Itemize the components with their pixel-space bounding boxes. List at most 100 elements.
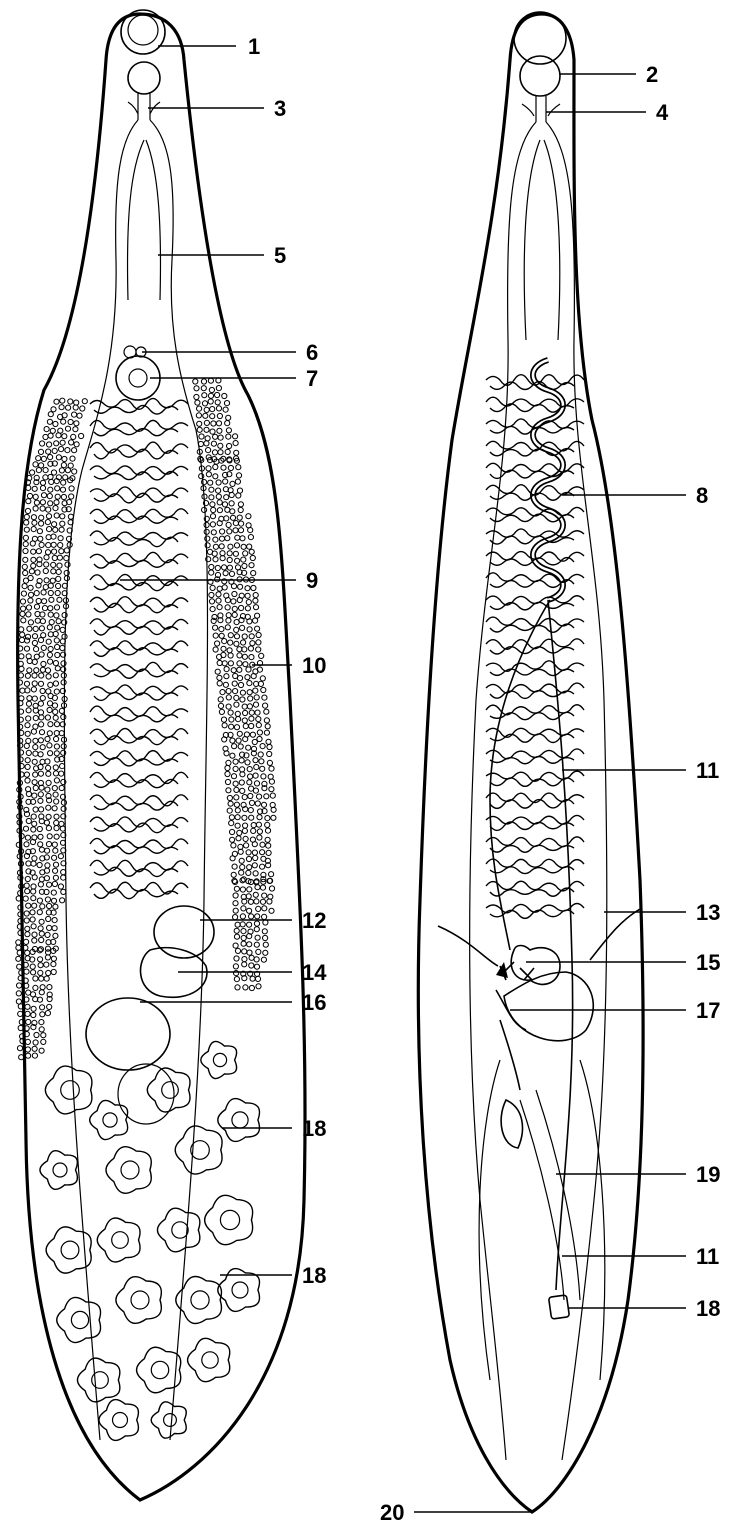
vitelline-follicle xyxy=(61,463,66,468)
vitelline-follicle xyxy=(48,501,53,506)
vitelline-follicle xyxy=(260,676,265,681)
vitelline-follicle xyxy=(226,788,231,793)
vitelline-follicle xyxy=(53,765,58,770)
vitelline-follicle xyxy=(33,985,38,990)
vitelline-follicle xyxy=(201,379,206,384)
vitelline-follicle xyxy=(247,704,252,709)
vitelline-follicle xyxy=(37,826,42,831)
vitelline-follicle xyxy=(250,732,255,737)
vitelline-follicle xyxy=(46,916,51,921)
vitelline-follicle xyxy=(213,557,218,562)
vitelline-follicle xyxy=(39,990,44,995)
vitelline-follicle xyxy=(231,668,236,673)
vitelline-follicle xyxy=(236,717,241,722)
vitelline-follicle xyxy=(38,638,43,643)
vitelline-follicle xyxy=(237,661,242,666)
vitelline-follicle xyxy=(255,976,260,981)
vitelline-follicle xyxy=(45,787,50,792)
vitelline-follicle xyxy=(242,949,247,954)
vitelline-follicle xyxy=(257,730,262,735)
vitelline-follicle xyxy=(48,659,53,664)
vitelline-follicle xyxy=(199,474,204,479)
vitelline-follicle xyxy=(32,875,37,880)
testis-lobe-inner xyxy=(103,1113,117,1127)
vitelline-follicle xyxy=(235,922,240,927)
vitelline-follicle xyxy=(256,949,261,954)
vitelline-follicle xyxy=(236,493,241,498)
esophagus xyxy=(128,92,160,120)
vitelline-follicle xyxy=(60,645,65,650)
vitelline-follicle xyxy=(238,507,243,512)
vitelline-follicle xyxy=(32,634,37,639)
testis-lobe-inner xyxy=(113,1413,128,1428)
vitelline-follicle xyxy=(52,842,57,847)
testis-lobe-inner xyxy=(232,1112,248,1128)
vitelline-follicle xyxy=(224,495,229,500)
vitelline-follicle xyxy=(253,788,258,793)
vitelline-follicle xyxy=(262,893,267,898)
vitelline-follicle xyxy=(45,668,50,673)
vitelline-follicle xyxy=(249,800,254,805)
vitelline-follicle xyxy=(40,985,45,990)
vitelline-follicle xyxy=(53,709,58,714)
vitelline-follicle xyxy=(220,529,225,534)
vitelline-follicle xyxy=(246,850,251,855)
vitelline-follicle xyxy=(39,673,44,678)
vitelline-follicle xyxy=(25,731,30,736)
vitelline-follicle xyxy=(247,690,252,695)
vitelline-follicle xyxy=(45,897,50,902)
vitelline-follicle xyxy=(241,941,246,946)
label-11a: 11 xyxy=(696,758,719,783)
vitelline-follicle xyxy=(255,801,260,806)
vitelline-follicle xyxy=(260,864,265,869)
vitelline-follicle xyxy=(28,575,33,580)
vitelline-follicle xyxy=(55,486,60,491)
vitelline-follicle xyxy=(47,743,52,748)
receptacle-duct xyxy=(496,990,526,1090)
vitelline-follicle xyxy=(228,544,233,549)
vitelline-follicle xyxy=(51,562,56,567)
vitelline-follicle xyxy=(241,640,246,645)
vitelline-follicle xyxy=(228,801,233,806)
vitelline-follicle xyxy=(235,558,240,563)
vitelline-follicle xyxy=(233,521,238,526)
vitelline-follicle xyxy=(51,962,56,967)
vitelline-follicle xyxy=(235,823,240,828)
vitelline-follicle xyxy=(255,885,260,890)
vitelline-follicle xyxy=(229,492,234,497)
vitelline-follicle xyxy=(38,842,43,847)
vitelline-follicle xyxy=(31,1006,36,1011)
testis-lobe xyxy=(175,1126,222,1174)
vitelline-follicle xyxy=(232,612,237,617)
vitelline-follicle xyxy=(46,970,51,975)
vitelline-follicle xyxy=(225,449,230,454)
testis-lobe-inner xyxy=(151,1361,168,1378)
vitelline-follicle xyxy=(68,514,73,519)
vitelline-follicle xyxy=(24,681,29,686)
label-14: 14 xyxy=(302,960,327,985)
vitelline-follicle xyxy=(234,450,239,455)
vitelline-follicle xyxy=(46,950,51,955)
vitelline-follicle xyxy=(254,927,259,932)
vitelline-follicle xyxy=(240,887,245,892)
vitelline-follicle xyxy=(213,647,218,652)
vitelline-follicle xyxy=(44,578,49,583)
vitelline-follicle xyxy=(20,599,25,604)
vitelline-follicle xyxy=(229,571,234,576)
vitelline-follicle xyxy=(267,899,272,904)
vitelline-follicle xyxy=(224,674,229,679)
vitelline-follicle xyxy=(253,871,258,876)
label-6: 6 xyxy=(306,340,318,365)
vitelline-follicle xyxy=(23,557,28,562)
vitelline-follicle xyxy=(255,914,260,919)
vitelline-follicle xyxy=(226,689,231,694)
vitelline-follicle xyxy=(234,934,239,939)
vitelline-follicle xyxy=(256,640,261,645)
vitelline-follicle xyxy=(60,521,65,526)
vitelline-follicle xyxy=(46,514,51,519)
vitelline-follicle xyxy=(227,795,232,800)
vitelline-follicle xyxy=(55,644,60,649)
vitelline-follicle xyxy=(53,868,58,873)
vitelline-follicle xyxy=(230,837,235,842)
vitelline-follicle xyxy=(24,520,29,525)
